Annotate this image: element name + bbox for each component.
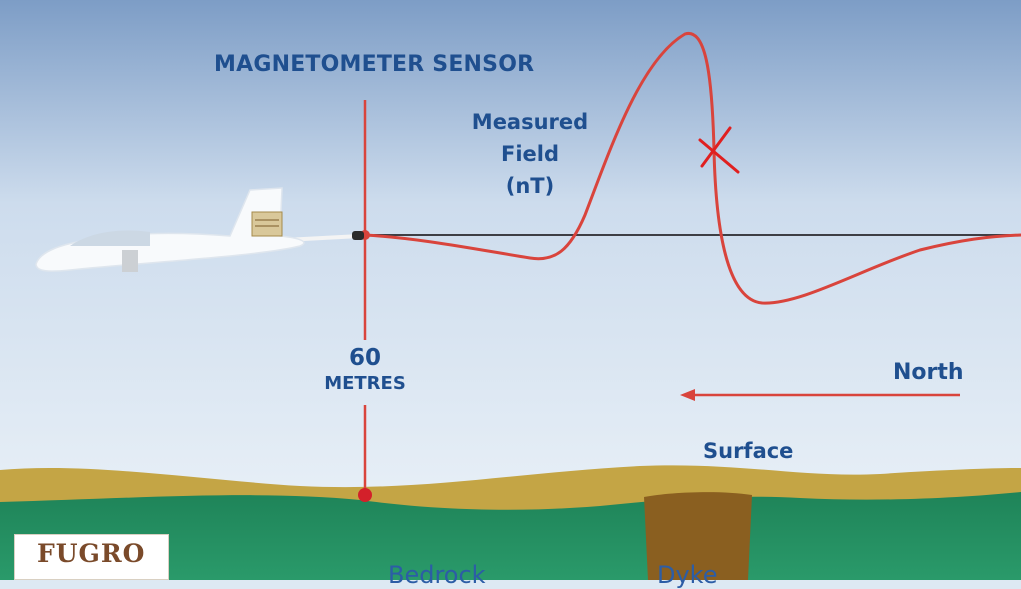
- surface-layer: [0, 465, 1021, 510]
- measured-field-trace: [364, 32, 1021, 305]
- ground-point: [358, 488, 372, 502]
- dyke-label: Dyke: [657, 561, 718, 589]
- surface-label: Surface: [703, 439, 794, 463]
- measured-field-line1: Measured: [471, 110, 589, 134]
- altitude-value: 60: [348, 345, 381, 371]
- altitude-unit: METRES: [324, 373, 406, 394]
- magnetometer-sensor-housing: [352, 231, 364, 240]
- bedrock-layer: [0, 474, 1021, 580]
- survey-aircraft-icon: [35, 187, 305, 272]
- altitude-label: 60 METRES: [305, 343, 425, 395]
- measured-field-line2: Field: [500, 142, 560, 166]
- left-arrow-icon: [680, 389, 960, 401]
- fugro-logo-text: FUGRO: [37, 539, 146, 568]
- dyke-body: [644, 492, 752, 580]
- bedrock-label: Bedrock: [388, 561, 486, 589]
- fugro-logo: FUGRO: [14, 534, 169, 580]
- measured-field-label: Measured Field (nT): [462, 106, 598, 202]
- measured-field-unit: (nT): [505, 174, 555, 198]
- magnetometer-sensor-label: MAGNETOMETER SENSOR: [214, 52, 535, 77]
- red-x-annotation-icon: [698, 126, 740, 174]
- north-label: North: [893, 360, 964, 385]
